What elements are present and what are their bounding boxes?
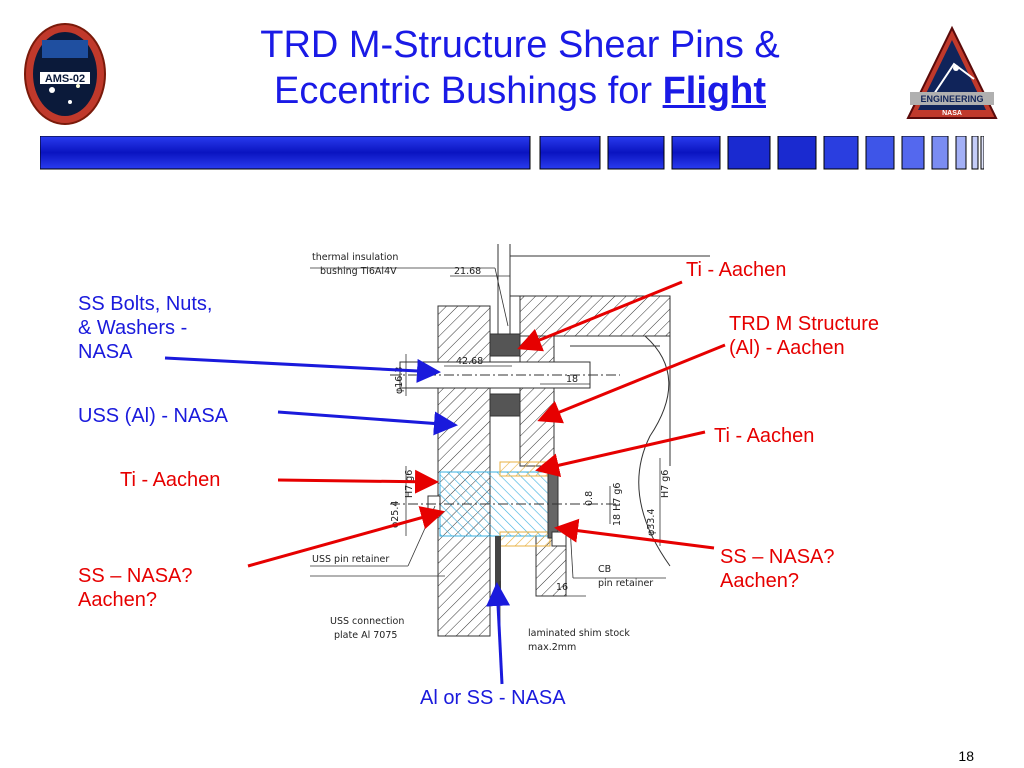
- page-title: TRD M-Structure Shear Pins & Eccentric B…: [140, 22, 900, 114]
- logo-nasa: NASA: [942, 110, 962, 117]
- callout-ti-aachen-left: Ti - Aachen: [120, 469, 221, 491]
- uss-conn-label-1: USS connection: [330, 616, 404, 627]
- callout-ss-bolts: SS Bolts, Nuts, & Washers - NASA: [78, 292, 213, 364]
- arrow-al-ss: [486, 582, 511, 685]
- dim-18-h7g6: 18 H7 g6: [612, 483, 623, 526]
- cb-label-2: pin retainer: [598, 578, 653, 589]
- title-line-1: TRD M-Structure Shear Pins &: [260, 24, 780, 66]
- arrow-ti-left: [277, 469, 439, 494]
- dim-phi-25-4: φ25.4: [390, 501, 401, 528]
- arrow-ti-top: [517, 280, 683, 352]
- callout-ti-aachen-top: Ti - Aachen: [686, 259, 787, 281]
- dim-h7g6-a: H7 g6: [404, 470, 415, 498]
- callout-ss-bolts-line-1: SS Bolts, Nuts,: [78, 293, 213, 315]
- arrow-ss-right: [554, 518, 715, 550]
- uss-conn-label-2: plate Al 7075: [334, 630, 397, 641]
- logo-engineering: ENGINEERING: [920, 94, 983, 104]
- shim-label-1: laminated shim stock: [528, 628, 630, 639]
- dim-18-top: 18: [566, 374, 578, 385]
- callout-trd-line-1: TRD M Structure: [729, 313, 880, 335]
- cb-label-1: CB: [598, 564, 611, 575]
- arrow-ss-left: [247, 506, 445, 568]
- callout-al-or-ss: Al or SS - NASA: [420, 687, 566, 709]
- callout-ss-left-line-2: Aachen?: [78, 589, 157, 611]
- dim-phi-16-3: φ16.3: [394, 367, 405, 394]
- callout-ss-nasa-aachen-right: SS – NASA? Aachen?: [720, 545, 835, 593]
- shear-pin-drawing: thermal insulation bushing Ti6Al4V 21.68…: [310, 244, 710, 653]
- title-line-2-prefix: Eccentric Bushings for: [273, 70, 663, 112]
- page-number: 18: [958, 748, 974, 764]
- shim-label-2: max.2mm: [528, 642, 576, 653]
- logo-jsc: JSC: [966, 49, 979, 56]
- dim-16: 16: [556, 582, 568, 593]
- callout-trd-line-2: (Al) - Aachen: [729, 337, 845, 359]
- arrow-ti-right: [535, 430, 706, 478]
- dim-0-8: 0.8: [584, 491, 595, 506]
- thermal-label-2: bushing Ti6Al4V: [320, 266, 397, 277]
- dim-42-68: 42.68: [456, 356, 483, 367]
- callout-ti-aachen-right: Ti - Aachen: [714, 425, 815, 447]
- ams-02-logo: AMS-02: [22, 20, 108, 128]
- arrow-uss: [277, 410, 458, 436]
- jsc-engineering-logo: JSC ENGINEERING NASA: [904, 24, 1000, 124]
- callout-uss-al: USS (Al) - NASA: [78, 405, 229, 427]
- callout-ss-bolts-line-2: & Washers -: [78, 317, 188, 339]
- logo-text: AMS-02: [45, 73, 85, 85]
- title-line-2: Eccentric Bushings for Flight: [140, 68, 900, 114]
- callout-ss-right-line-1: SS – NASA?: [720, 546, 835, 568]
- callout-ss-left-line-1: SS – NASA?: [78, 565, 193, 587]
- thermal-label-1: thermal insulation: [312, 252, 398, 263]
- arrow-trd: [537, 343, 726, 424]
- uss-pin-retainer-label: USS pin retainer: [312, 554, 389, 565]
- header-bar: [40, 136, 984, 170]
- callout-trd-m-structure: TRD M Structure (Al) - Aachen: [729, 312, 879, 360]
- title-emphasis: Flight: [662, 70, 766, 112]
- callout-ss-nasa-aachen-left: SS – NASA? Aachen?: [78, 564, 193, 612]
- callout-ss-bolts-line-3: NASA: [78, 341, 133, 363]
- dim-21-68: 21.68: [454, 266, 481, 277]
- dim-h7g6-b: H7 g6: [660, 470, 671, 498]
- arrow-ss-bolts: [164, 356, 441, 383]
- dim-phi-33-4: φ33.4: [646, 509, 657, 536]
- callout-ss-right-line-2: Aachen?: [720, 570, 799, 592]
